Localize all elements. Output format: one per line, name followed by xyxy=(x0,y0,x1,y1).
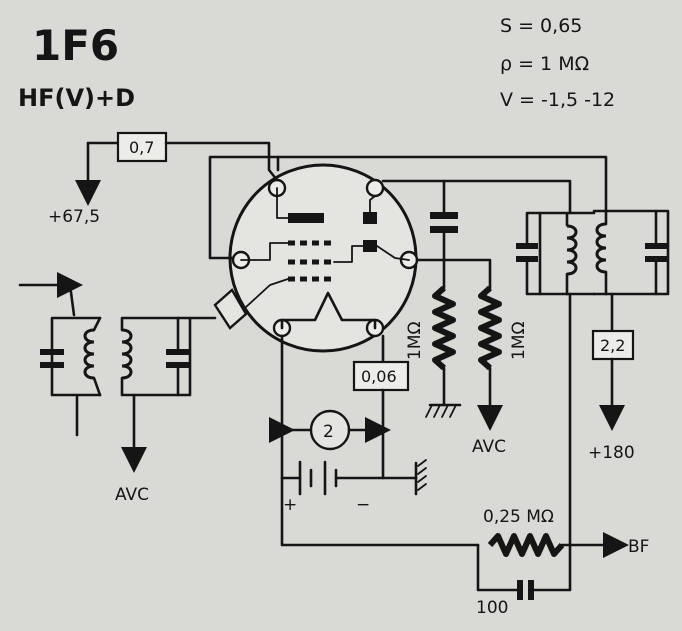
screen-tank-circuit xyxy=(592,209,670,296)
avc-resistor-label: 1MΩ xyxy=(509,322,529,360)
screen-bus xyxy=(276,155,608,213)
spec-s: S = 0,65 xyxy=(500,15,582,37)
tube-function: HF(V)+D xyxy=(18,84,135,112)
battery-minus: − xyxy=(356,495,370,515)
cathode-rail xyxy=(280,476,480,547)
svg-text:2: 2 xyxy=(323,422,334,442)
spec-v: V = -1,5 -12 xyxy=(500,89,615,111)
grid-resistor-label: 1MΩ xyxy=(405,322,425,360)
voltage-67-5: +67,5 xyxy=(48,207,100,227)
tube-envelope xyxy=(213,163,419,353)
load-resistor xyxy=(487,532,629,558)
avc-label-left: AVC xyxy=(115,485,149,505)
plate-return xyxy=(532,292,572,592)
svg-text:0,06: 0,06 xyxy=(361,367,397,386)
coupling-capacitor xyxy=(430,179,458,262)
svg-text:0,7: 0,7 xyxy=(129,138,154,157)
screen-resistor-2-2: 2,2 xyxy=(591,292,635,431)
avc-label-mid: AVC xyxy=(472,437,506,457)
avc-resistor xyxy=(477,285,503,431)
grid-resistor xyxy=(425,258,462,418)
load-capacitor-label: 100 xyxy=(476,598,508,618)
grid-lead xyxy=(208,155,280,260)
plate-bus xyxy=(381,179,572,215)
spec-rho: ρ = 1 MΩ xyxy=(500,53,589,75)
diode-line xyxy=(415,258,492,290)
voltage-180: +180 xyxy=(588,443,635,463)
heater-voltage-indicator: 2 xyxy=(269,409,391,451)
load-capacitor xyxy=(476,543,534,600)
load-resistor-label: 0,25 MΩ xyxy=(483,507,554,527)
svg-text:2,2: 2,2 xyxy=(600,336,625,355)
output-label: BF xyxy=(628,537,649,557)
battery-plus: + xyxy=(283,495,297,515)
plate-tank-circuit xyxy=(516,211,596,296)
cathode-resistor-0-06: 0,06 xyxy=(352,334,410,480)
input-transformer xyxy=(18,272,217,473)
plate-resistor-0-7: 0,7 xyxy=(75,131,279,206)
tube-name: 1F6 xyxy=(32,21,119,70)
